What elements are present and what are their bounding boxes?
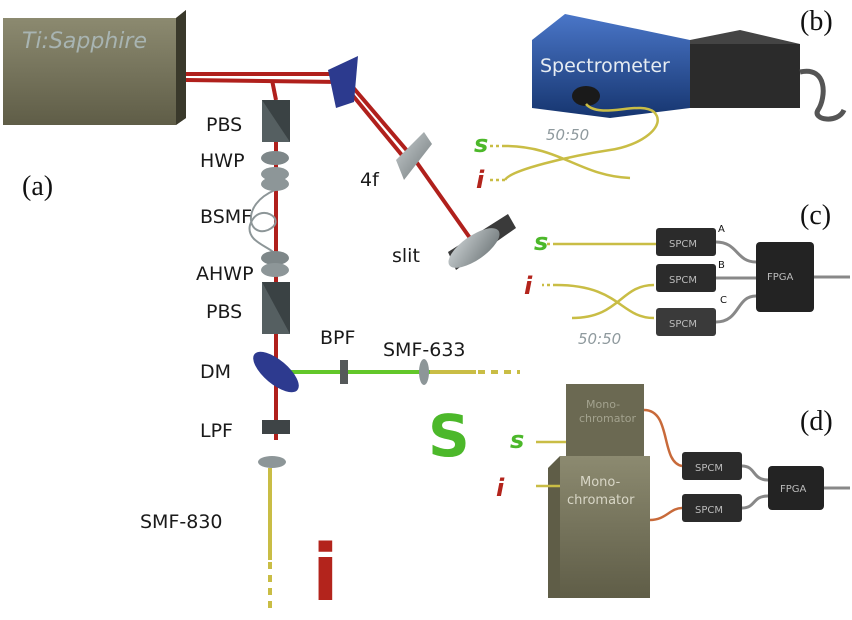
signal-c-label: s [534,228,548,256]
prism [328,56,358,108]
svg-text:FPGA: FPGA [767,272,794,283]
label-ahwp: AHWP [196,263,254,285]
label-smf830: SMF-830 [140,511,223,533]
idler-b-label: i [476,166,485,194]
spcm-d-1: SPCM [682,452,742,480]
svg-text:SPCM: SPCM [669,239,697,250]
fiber-b-to-spec [503,103,659,181]
label-4f: 4f [360,169,380,191]
spcm-c-a: SPCM [656,228,716,256]
svg-text:FPGA: FPGA [780,484,807,495]
lpf [262,420,290,434]
svg-text:SPCM: SPCM [695,505,723,516]
coupler-830 [258,456,286,468]
ahwp [261,263,289,277]
pbs-top [262,100,290,142]
label-slit: slit [392,245,420,267]
pump-beams [185,72,341,101]
panel-label-b: (b) [800,6,833,37]
spcm-c-b: SPCM [656,264,716,292]
svg-text:SPCM: SPCM [669,319,697,330]
label-bsmf: BSMF [200,206,252,228]
idler-c-label: i [524,272,533,300]
fiber-b-signal [504,144,631,180]
idler-big-label: i [312,529,339,615]
signal-big-label: S [428,402,470,470]
spectrometer: Spectrometer [532,14,800,118]
splitter-b-label: 50:50 [546,126,589,144]
dichroic-mirror [253,351,299,393]
panel-label-c: (c) [800,200,831,231]
coupler-633 [419,359,429,385]
monochromator-signal: Mono- chromator [566,384,644,458]
signal-b-label: s [474,130,488,158]
spectrometer-output-cable [799,68,847,122]
splitter-c-label: 50:50 [578,330,621,348]
svg-text:Mono-: Mono- [580,475,621,490]
svg-text:chromator: chromator [567,493,635,508]
idler-d-label: i [496,474,505,502]
label-smf633: SMF-633 [383,339,466,361]
pbs-bottom [262,282,290,334]
label-pbs-top: PBS [206,114,242,136]
slit [448,214,516,270]
spcm-c-c: SPCM [656,308,716,336]
spcm-d-2: SPCM [682,494,742,522]
svg-text:Mono-: Mono- [586,398,620,411]
channel-c-label: C [720,295,727,306]
monochromator-idler: Mono- chromator [548,456,650,598]
signal-d-label: s [510,426,524,454]
svg-text:SPCM: SPCM [669,275,697,286]
panel-label-d: (d) [800,406,833,437]
laser-box: Ti:Sapphire [3,10,186,125]
spectrometer-label: Spectrometer [540,55,670,77]
shaper-beams [343,76,472,240]
label-dm: DM [200,361,231,383]
hwp [261,151,289,165]
bpf [340,360,348,384]
svg-text:chromator: chromator [579,412,637,425]
channel-b-label: B [718,260,725,271]
fpga-d: FPGA [768,466,824,510]
label-bpf: BPF [320,327,355,349]
label-lpf: LPF [200,420,233,442]
lens-4f [396,132,432,180]
laser-label: Ti:Sapphire [22,29,147,54]
label-hwp: HWP [200,150,245,172]
bsmf-fiber [248,189,277,259]
channel-a-label: A [718,224,725,235]
panel-label-a: (a) [22,171,53,202]
fpga-c: FPGA [756,242,814,312]
label-pbs-bottom: PBS [206,301,242,323]
svg-text:SPCM: SPCM [695,463,723,474]
